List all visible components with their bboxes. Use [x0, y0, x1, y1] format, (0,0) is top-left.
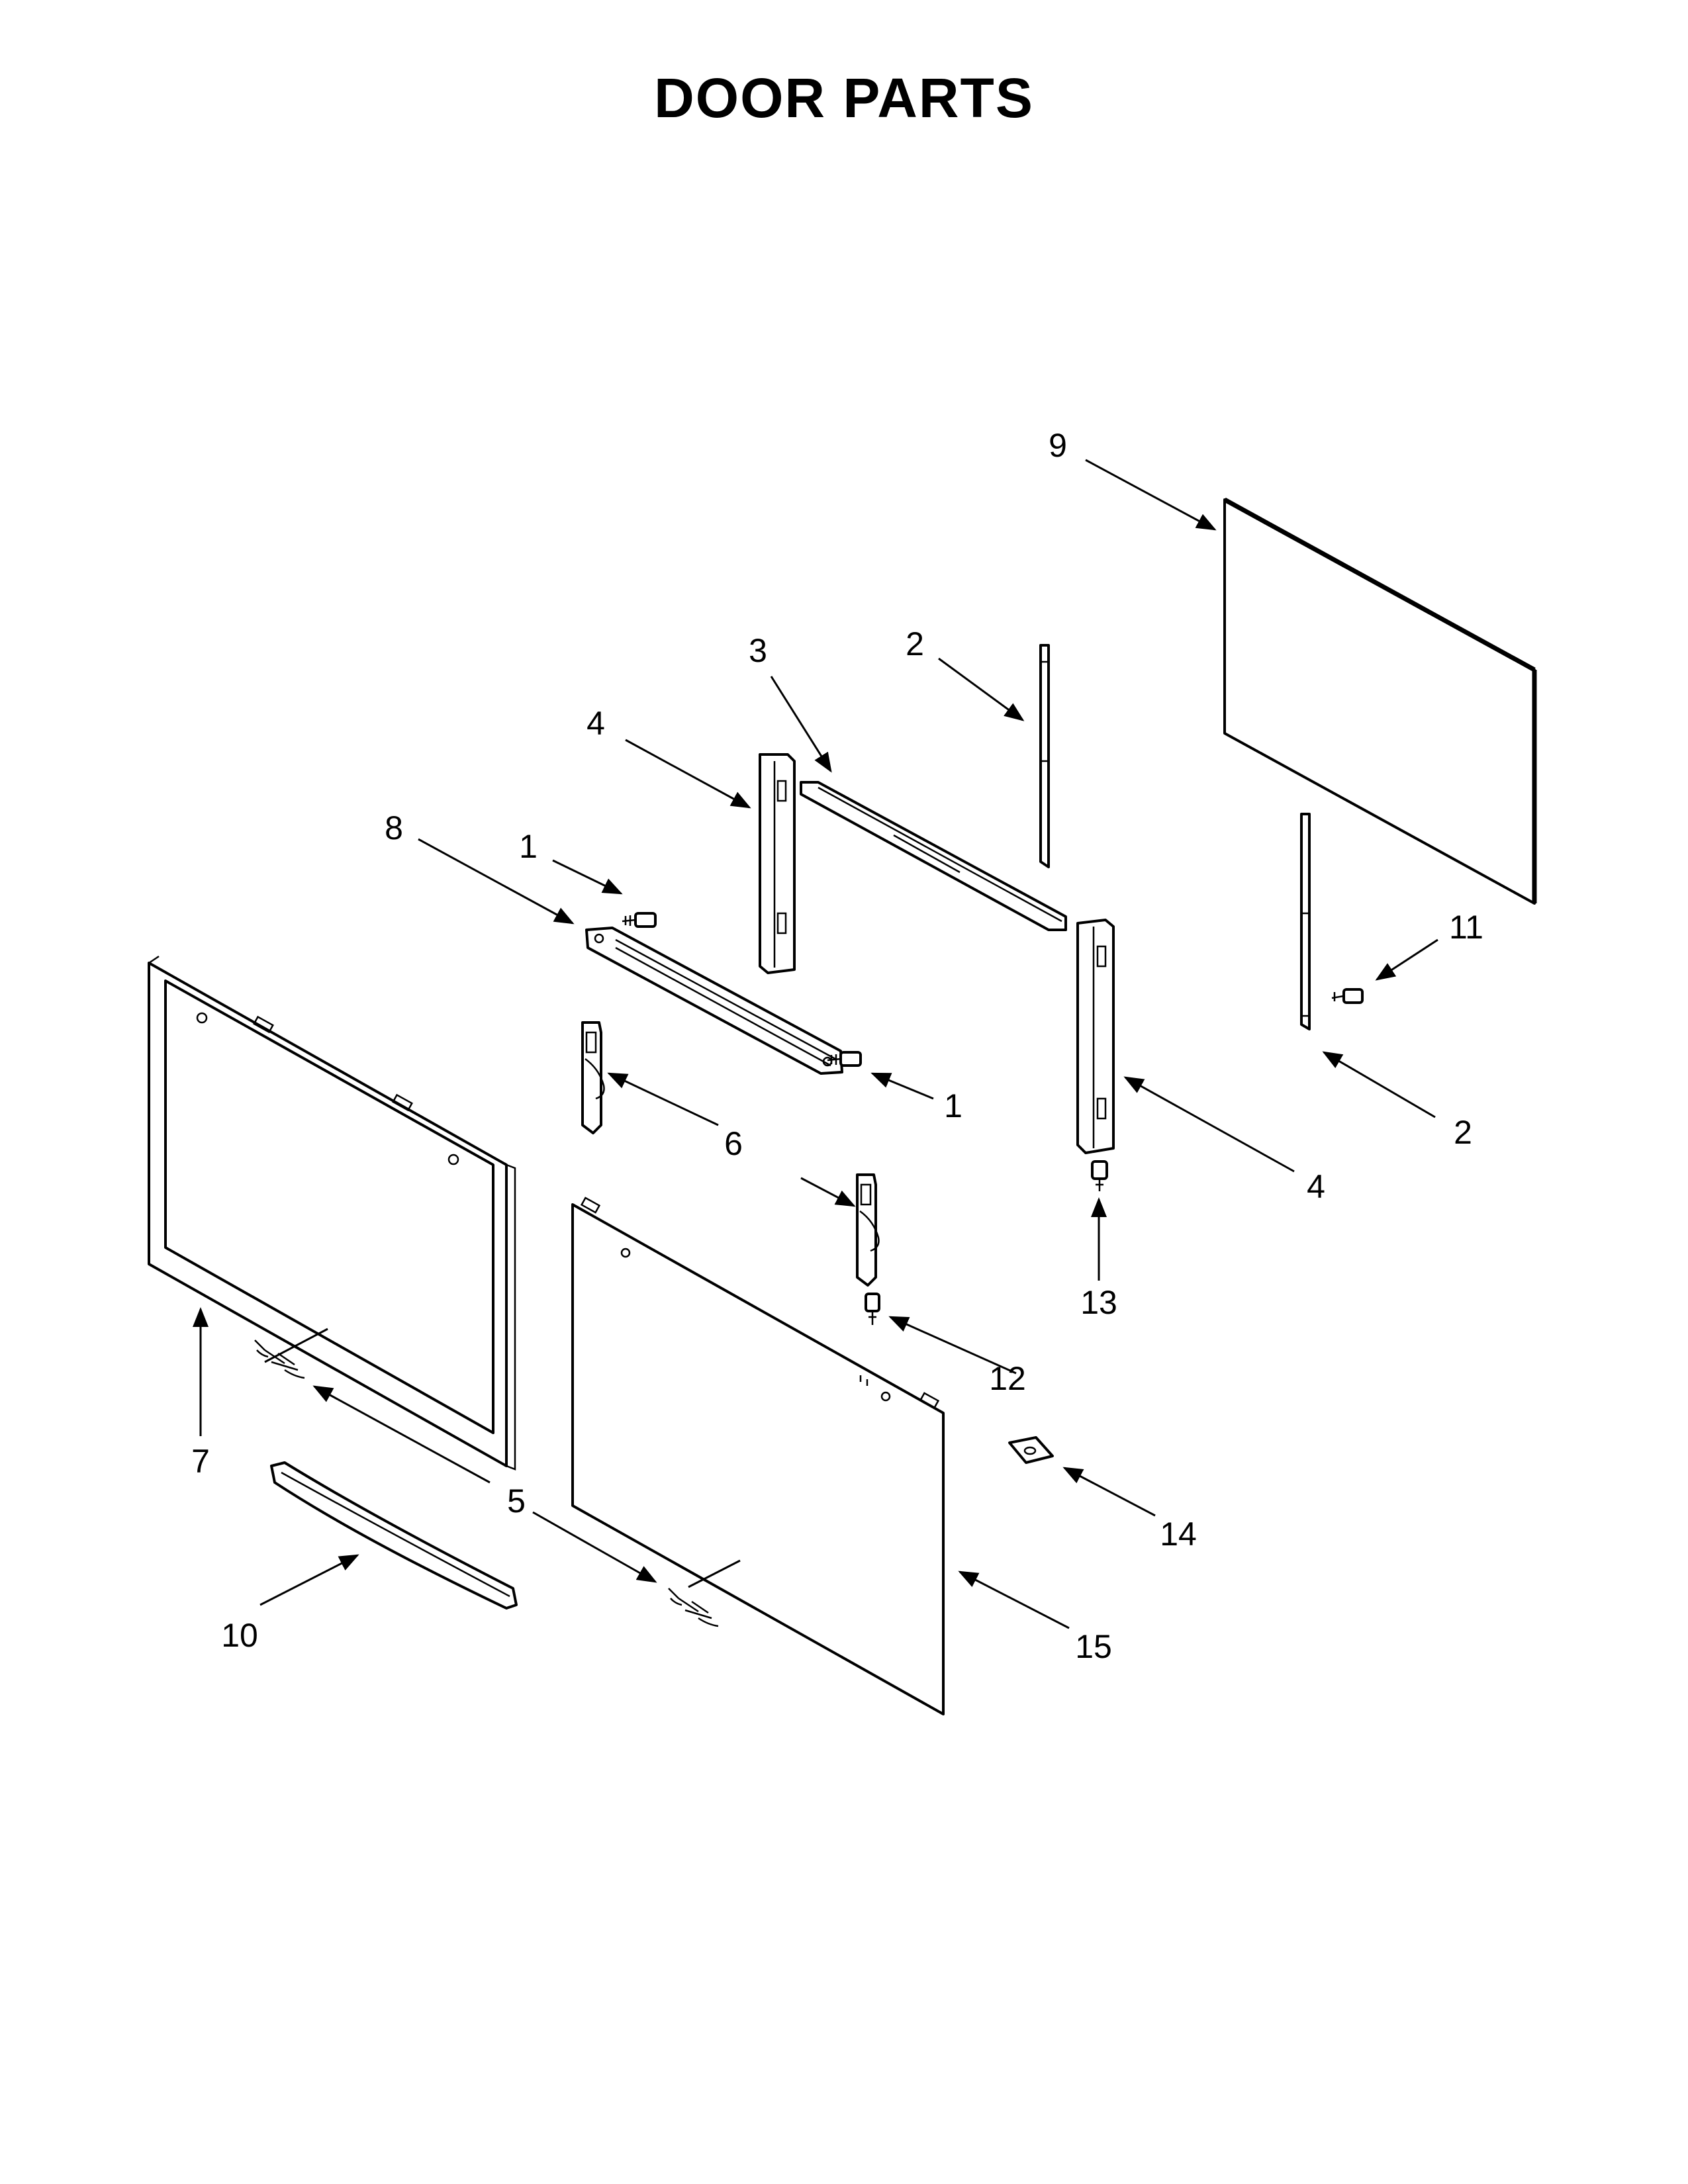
- part-7-door-frame: [148, 955, 516, 1471]
- part-6-hinge-lower: [856, 1173, 880, 1287]
- callout-2-upper: 2: [906, 625, 924, 662]
- part-5-logo-lower: [668, 1588, 719, 1627]
- callout-5: 5: [507, 1482, 526, 1520]
- callout-1-lower: 1: [944, 1087, 962, 1124]
- page-title: DOOR PARTS: [654, 67, 1034, 129]
- part-9-glass-panel: [1223, 497, 1537, 905]
- part-2-retainer-strip-lower: [1300, 813, 1311, 1030]
- part-15-outer-glass: [571, 1197, 945, 1715]
- callout-11: 11: [1449, 909, 1483, 946]
- callout-1-upper: 1: [519, 828, 538, 865]
- callout-7: 7: [191, 1443, 210, 1480]
- part-12-screw: [865, 1293, 880, 1325]
- leader-lines: [193, 459, 1438, 1629]
- callout-2-lower: 2: [1454, 1114, 1472, 1151]
- part-4-side-channel-left: [759, 753, 796, 974]
- callout-3: 3: [749, 632, 767, 669]
- part-14-clip: [1008, 1436, 1054, 1464]
- callout-9: 9: [1049, 427, 1067, 464]
- callout-15: 15: [1075, 1628, 1112, 1665]
- part-11-screw: [1331, 988, 1364, 1004]
- part-2-retainer-strip-upper: [1039, 644, 1050, 868]
- part-3-top-channel: [800, 781, 1067, 931]
- part-10-handle: [270, 1461, 518, 1610]
- part-1-screw-upper: [622, 912, 657, 928]
- callout-12: 12: [989, 1360, 1026, 1397]
- callout-4-lower: 4: [1307, 1168, 1325, 1205]
- callout-13: 13: [1080, 1284, 1117, 1321]
- part-4-side-channel-right: [1076, 919, 1115, 1154]
- part-6-hinge-upper: [581, 1021, 605, 1134]
- part-1-screw-lower: [827, 1051, 862, 1067]
- callout-10: 10: [221, 1617, 258, 1654]
- callout-8: 8: [385, 809, 403, 846]
- part-8-hinge-channel: [585, 927, 843, 1075]
- callout-4-upper: 4: [586, 705, 605, 742]
- callout-6: 6: [724, 1125, 743, 1162]
- part-13-screw: [1091, 1160, 1108, 1191]
- callout-14: 14: [1160, 1516, 1197, 1553]
